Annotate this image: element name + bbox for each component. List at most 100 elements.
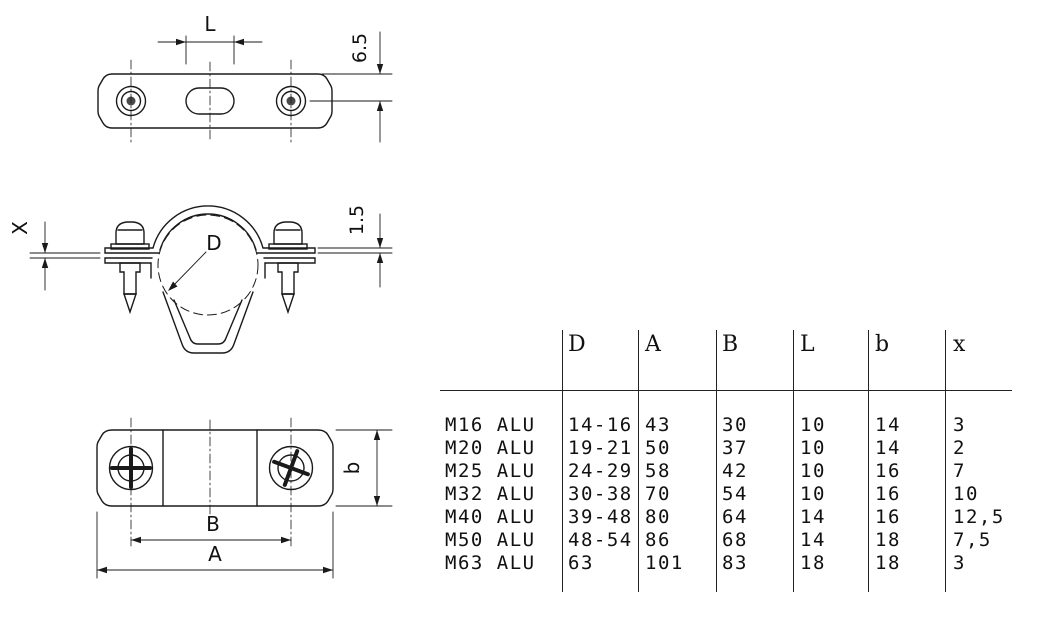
table-grid-line	[868, 330, 869, 592]
table-row: M63 ALU 63 101 83 18 18 3	[440, 552, 1015, 575]
row-label: M16 ALU	[445, 414, 536, 436]
row-label: M40 ALU	[445, 506, 536, 528]
dim-label-D: D	[206, 231, 221, 255]
lower-flange-left	[104, 257, 153, 264]
row-value: 18	[875, 552, 901, 574]
bottom-view	[96, 417, 334, 549]
clamp-technical-drawing: L 6.5	[8, 12, 393, 579]
strap-outer	[152, 205, 264, 249]
table-grid-line	[945, 330, 946, 592]
row-value: 14	[875, 414, 901, 436]
table-row: M40 ALU 39-48 80 64 14 16 12,5	[440, 506, 1015, 529]
row-value: 101	[645, 552, 684, 574]
row-value: 12,5	[953, 506, 1005, 528]
dimension-L: L	[157, 12, 263, 65]
row-value: 16	[875, 460, 901, 482]
row-value: 10	[800, 460, 826, 482]
row-value: 14	[800, 506, 826, 528]
row-value: 30	[722, 414, 748, 436]
row-value: 10	[800, 437, 826, 459]
row-value: 14	[875, 437, 901, 459]
upper-flange-left	[104, 247, 160, 254]
row-label: M25 ALU	[445, 460, 536, 482]
dim-label-A: A	[208, 542, 222, 566]
row-value: 30-38	[568, 483, 633, 505]
row-value: 10	[953, 483, 979, 505]
dim-label-L: L	[204, 12, 216, 36]
row-label: M63 ALU	[445, 552, 536, 574]
dim-label-X: X	[8, 221, 32, 235]
row-value: 7,5	[953, 529, 992, 551]
row-value: 10	[800, 414, 826, 436]
plate-outline	[97, 73, 333, 129]
row-value: 18	[875, 529, 901, 551]
row-value: 37	[722, 437, 748, 459]
dim-label-B: B	[206, 512, 220, 536]
row-value: 64	[722, 506, 748, 528]
row-value: 80	[645, 506, 671, 528]
column-header-L: L	[800, 332, 815, 357]
row-value: 3	[953, 414, 966, 436]
dim-label-1-5: 1.5	[346, 205, 368, 235]
row-value: 18	[800, 552, 826, 574]
side-view	[104, 205, 316, 354]
foot-outer	[162, 291, 254, 354]
dimension-b: b	[335, 429, 393, 507]
dim-label-6-5: 6.5	[349, 33, 371, 63]
clamp-screw-right	[268, 221, 308, 315]
row-value: 19-21	[568, 437, 633, 459]
top-view	[97, 59, 333, 143]
pipe-circle	[157, 214, 259, 316]
table-grid-line	[562, 330, 563, 592]
row-label: M50 ALU	[445, 529, 536, 551]
clamp-screw-left	[110, 221, 150, 315]
row-value: 54	[722, 483, 748, 505]
row-value: 3	[953, 552, 966, 574]
row-value: 7	[953, 460, 966, 482]
row-value: 14-16	[568, 414, 633, 436]
row-value: 83	[722, 552, 748, 574]
row-value: 24-29	[568, 460, 633, 482]
column-header-x: x	[953, 332, 966, 357]
dimension-D: D	[168, 231, 222, 291]
column-header-b: b	[875, 332, 890, 357]
row-value: 68	[722, 529, 748, 551]
dimension-1-5: 1.5	[317, 205, 393, 288]
table-header-rule	[440, 390, 1012, 391]
row-value: 16	[875, 506, 901, 528]
row-value: 63	[568, 552, 594, 574]
column-header-A: A	[645, 332, 661, 357]
lower-flange-right	[263, 257, 316, 264]
column-header-B: B	[722, 332, 739, 357]
foot-inner	[173, 299, 243, 345]
upper-flange-right	[256, 247, 316, 254]
row-value: 16	[875, 483, 901, 505]
row-label: M32 ALU	[445, 483, 536, 505]
dimension-A: A	[96, 511, 334, 579]
row-value: 43	[645, 414, 671, 436]
dim-label-b: b	[340, 462, 364, 475]
row-value: 48-54	[568, 529, 633, 551]
table-grid-line	[793, 330, 794, 592]
row-value: 10	[800, 483, 826, 505]
row-value: 2	[953, 437, 966, 459]
row-value: 58	[645, 460, 671, 482]
table-grid-line	[638, 330, 639, 592]
row-value: 50	[645, 437, 671, 459]
dimension-6-5: 6.5	[309, 31, 393, 143]
table-row: M25 ALU 24-29 58 42 10 16 7	[440, 460, 1015, 483]
row-value: 86	[645, 529, 671, 551]
dimension-B: B	[130, 512, 292, 544]
table-row: M16 ALU 14-16 43 30 10 14 3	[440, 414, 1015, 437]
strap-inner	[159, 213, 257, 251]
row-value: 39-48	[568, 506, 633, 528]
dimension-X: X	[8, 221, 101, 291]
plate-outline	[96, 429, 334, 507]
row-value: 42	[722, 460, 748, 482]
centerlines	[130, 59, 292, 143]
